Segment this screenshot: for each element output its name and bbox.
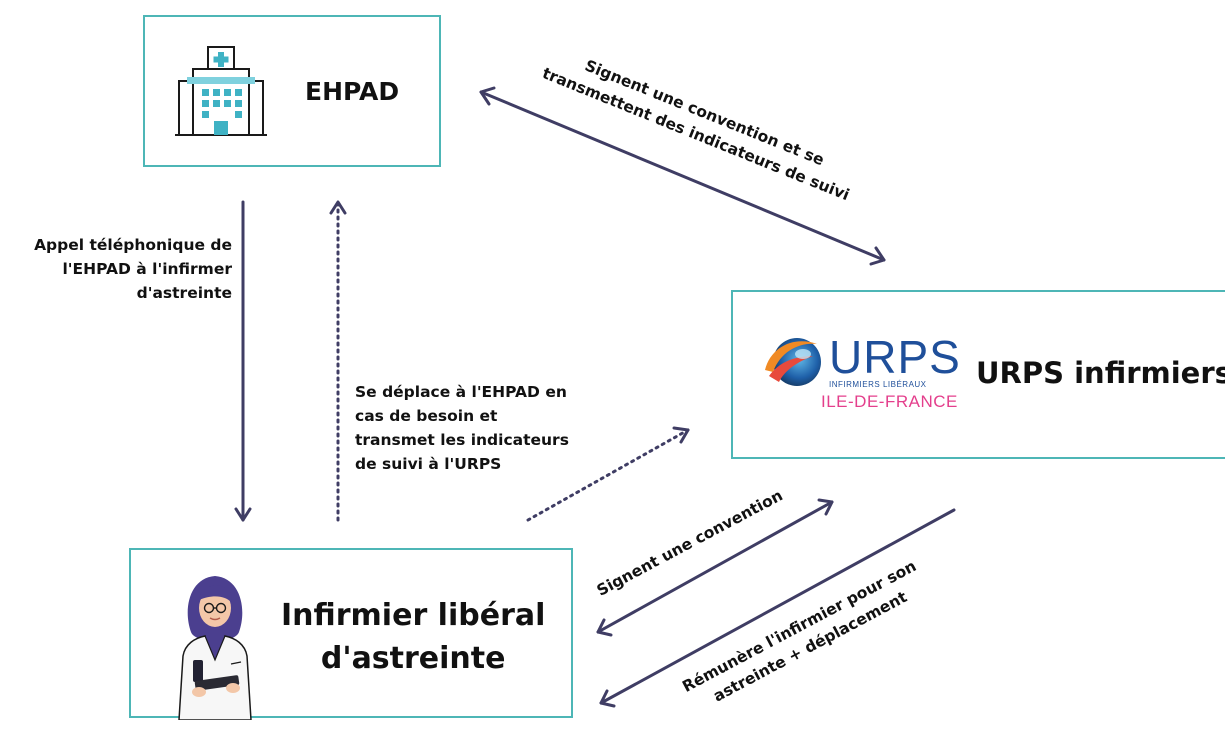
urps-logo: URPS INFIRMIERS LIBÉRAUX ILE-DE-FRANCE [761,331,981,422]
urps-box: URPS INFIRMIERS LIBÉRAUX ILE-DE-FRANCE U… [731,290,1225,459]
label-call-line2: l'EHPAD à l'infirmer [62,260,232,278]
urps-logo-word: URPS [829,331,961,383]
hospital-building-icon [175,46,267,136]
label-move-line2: cas de besoin et [355,407,498,425]
arrow-nurse-urps [596,498,834,637]
label-call-line3: d'astreinte [136,284,232,302]
label-ehpad-to-nurse: Appel téléphonique de l'EHPAD à l'infirm… [0,233,232,305]
arrow-nurse-to-urps-dotted [526,426,690,522]
label-move-line1: Se déplace à l'EHPAD en [355,383,567,401]
urps-logo-region: ILE-DE-FRANCE [821,392,958,411]
arrow-nurse-to-ehpad-dotted [329,200,347,522]
arrow-urps-to-nurse [599,508,956,708]
urps-logo-subtitle: INFIRMIERS LIBÉRAUX [829,380,927,389]
label-call-line1: Appel téléphonique de [34,236,232,254]
nurse-with-clipboard-icon [178,576,252,720]
arrow-ehpad-urps [479,86,886,266]
nurse-title-line1: Infirmier libéral [281,598,546,633]
ehpad-title: EHPAD [305,77,400,106]
nurse-title: Infirmier libéral d'astreinte [281,594,545,680]
nurse-title-line2: d'astreinte [320,641,506,676]
arrow-ehpad-to-nurse [234,200,252,522]
label-move-line4: de suivi à l'URPS [355,455,502,473]
nurse-box: Infirmier libéral d'astreinte [129,548,573,720]
urps-globe-logo-icon [765,338,821,386]
label-nurse-to-ehpad-urps: Se déplace à l'EHPAD en cas de besoin et… [355,380,569,476]
ehpad-box: EHPAD [143,15,441,167]
arrows-layer [234,86,956,708]
label-move-line3: transmet les indicateurs [355,431,569,449]
urps-title: URPS infirmiers [976,356,1225,390]
